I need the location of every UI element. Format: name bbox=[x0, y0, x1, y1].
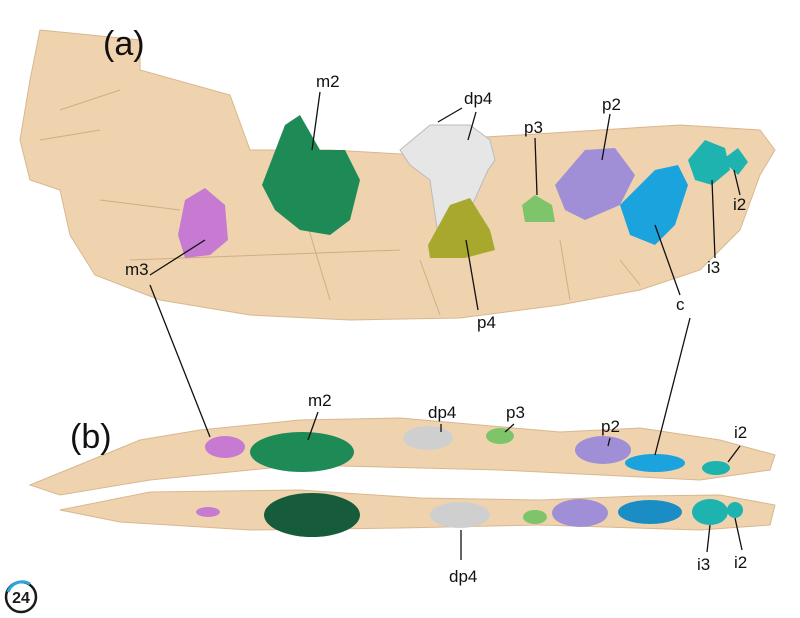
tooth-p4-a bbox=[428, 198, 495, 258]
tooth-i2-b-top bbox=[702, 461, 730, 475]
tooth-m2-a bbox=[262, 115, 360, 235]
label-p2-a: p2 bbox=[602, 95, 621, 114]
tooth-p3-a bbox=[522, 195, 555, 222]
label-dp4-a: dp4 bbox=[464, 89, 492, 108]
tooth-dp4-b-bottom bbox=[430, 502, 490, 528]
panel-label-b: (b) bbox=[70, 418, 112, 456]
site-logo: 24 bbox=[4, 580, 38, 614]
label-dp4-b-top: dp4 bbox=[428, 403, 456, 422]
tooth-c-a bbox=[620, 165, 688, 245]
label-p3-b: p3 bbox=[506, 403, 525, 422]
tooth-i3-b-bottom bbox=[692, 499, 728, 525]
label-i3-a: i3 bbox=[707, 258, 720, 277]
label-p2-b: p2 bbox=[601, 417, 620, 436]
label-m3-a: m3 bbox=[125, 260, 149, 279]
tooth-i3-a bbox=[688, 140, 730, 185]
tooth-m3-a bbox=[178, 188, 228, 258]
tooth-dp4-b-top bbox=[403, 426, 453, 450]
label-i2-a: i2 bbox=[733, 195, 746, 214]
tooth-p3-b-top bbox=[486, 428, 514, 444]
label-i2-b-bottom: i2 bbox=[734, 553, 747, 572]
panel-label-a: (a) bbox=[103, 25, 145, 63]
label-p4-a: p4 bbox=[477, 313, 496, 332]
tooth-p2-a bbox=[555, 148, 635, 220]
label-m2-b: m2 bbox=[308, 391, 332, 410]
tooth-c-b-top bbox=[625, 454, 685, 472]
tooth-c-b-bottom bbox=[618, 500, 682, 524]
tooth-m2-b-top bbox=[250, 432, 354, 472]
tooth-p2-b-top bbox=[575, 436, 631, 464]
label-c-a: c bbox=[676, 295, 685, 314]
tooth-i2-a bbox=[722, 148, 748, 175]
label-m2-a: m2 bbox=[316, 72, 340, 91]
label-p3-a: p3 bbox=[524, 118, 543, 137]
label-i2-b-top: i2 bbox=[734, 423, 747, 442]
tooth-dp4-a bbox=[399, 124, 496, 236]
tooth-i2-b-bottom bbox=[727, 502, 743, 518]
label-i3-b: i3 bbox=[697, 555, 710, 574]
label-dp4-b-bottom: dp4 bbox=[449, 567, 477, 586]
tooth-p3-b-bottom bbox=[523, 510, 547, 524]
leader-lines bbox=[149, 91, 743, 560]
tooth-m3-b-top bbox=[205, 436, 245, 458]
tooth-p2-b-bottom bbox=[552, 499, 608, 527]
tooth-m2-b-bottom bbox=[264, 493, 360, 537]
logo-text: 24 bbox=[12, 590, 30, 607]
tooth-m3-b-bottom bbox=[196, 507, 220, 517]
